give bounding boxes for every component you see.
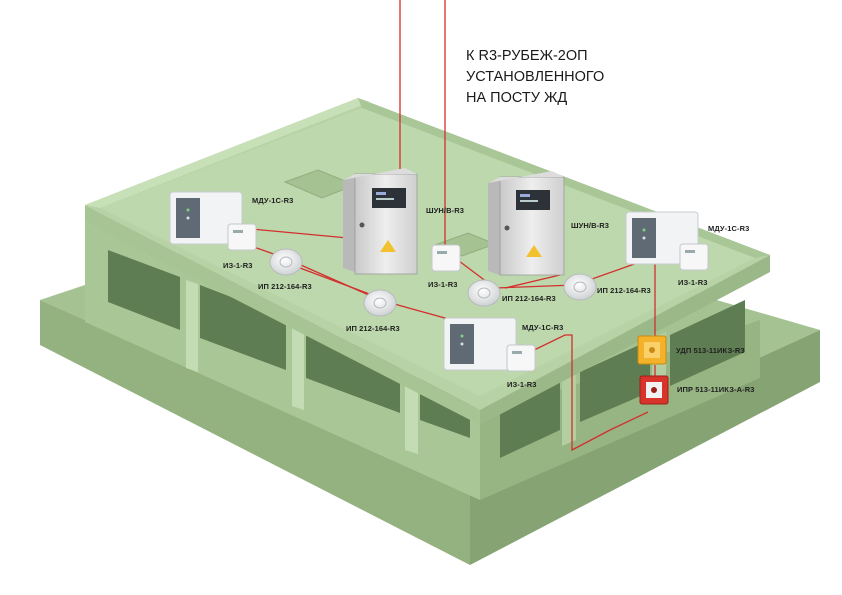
label-iz-right: ИЗ-1-R3 <box>678 278 708 287</box>
mdu-module-center <box>443 317 517 371</box>
building-body <box>85 222 760 500</box>
label-shun-right: ШУН/В-R3 <box>571 221 610 230</box>
isolator-bottom <box>506 344 536 372</box>
label-ip-center: ИП 212-164-R3 <box>346 324 400 333</box>
smoke-detector-right <box>563 273 597 301</box>
mdu-module-left <box>169 191 243 245</box>
heading-line-2: УСТАНОВЛЕННОГО <box>466 69 605 85</box>
label-ipr: ИПР 513-11ИКЗ-А-R3 <box>677 385 755 394</box>
label-ip-right: ИП 212-164-R3 <box>597 286 651 295</box>
smoke-detector-left <box>269 248 303 276</box>
control-cabinet-right <box>488 171 565 276</box>
label-ip-mid: ИП 212-164-R3 <box>502 294 556 303</box>
heading-note: К R3-РУБЕЖ-2ОП УСТАНОВЛЕННОГО НА ПОСТУ Ж… <box>466 46 604 109</box>
label-mdu-center: МДУ-1С-R3 <box>522 323 564 332</box>
isolator-left <box>227 223 257 251</box>
smoke-detector-center <box>363 289 397 317</box>
udp-call-point <box>637 335 667 365</box>
label-ip-left: ИП 212-164-R3 <box>258 282 312 291</box>
smoke-detector-mid <box>467 279 501 307</box>
heading-line-3: НА ПОСТУ ЖД <box>466 90 568 106</box>
label-mdu-right: МДУ-1С-R3 <box>708 224 750 233</box>
isolator-center <box>431 244 461 272</box>
label-shun-left: ШУН/В-R3 <box>426 206 465 215</box>
label-iz-left: ИЗ-1-R3 <box>223 261 253 270</box>
label-mdu-left: МДУ-1С-R3 <box>252 196 294 205</box>
control-cabinet-left <box>343 168 418 275</box>
heading-line-1: К R3-РУБЕЖ-2ОП <box>466 48 588 64</box>
label-udp: УДП 513-11ИКЗ-R3 <box>676 346 745 355</box>
label-iz-bottom: ИЗ-1-R3 <box>507 380 537 389</box>
label-iz-center: ИЗ-1-R3 <box>428 280 458 289</box>
isolator-right <box>679 243 709 271</box>
roof <box>85 98 770 425</box>
ipr-call-point <box>639 375 669 405</box>
